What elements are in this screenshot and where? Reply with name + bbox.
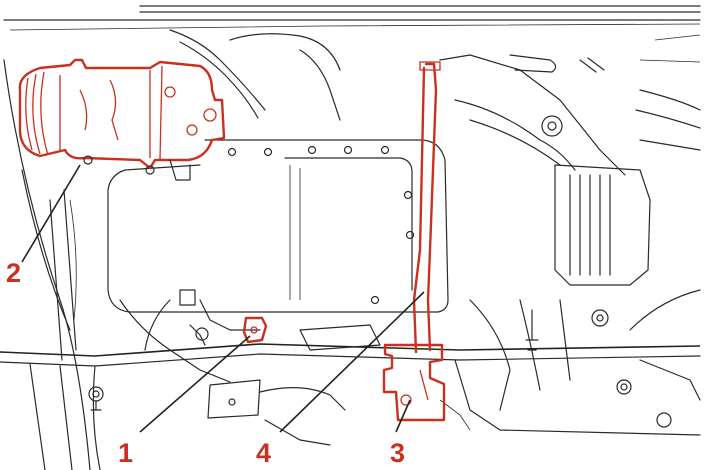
leader-line-1 xyxy=(139,335,251,433)
callout-1: 1 xyxy=(118,438,133,468)
callout-4: 4 xyxy=(256,438,271,468)
leader-line-3 xyxy=(395,399,411,433)
dipstick-tube xyxy=(412,61,441,354)
lower-bracket xyxy=(382,343,446,422)
callout-3: 3 xyxy=(390,438,405,468)
leader-line-4 xyxy=(279,291,425,433)
ac-compressor xyxy=(18,58,226,181)
connector-part xyxy=(242,316,268,344)
engine-bay-linework xyxy=(0,5,701,470)
leader-lines xyxy=(21,164,425,433)
callout-2: 2 xyxy=(6,258,21,288)
leader-line-2 xyxy=(21,164,81,263)
